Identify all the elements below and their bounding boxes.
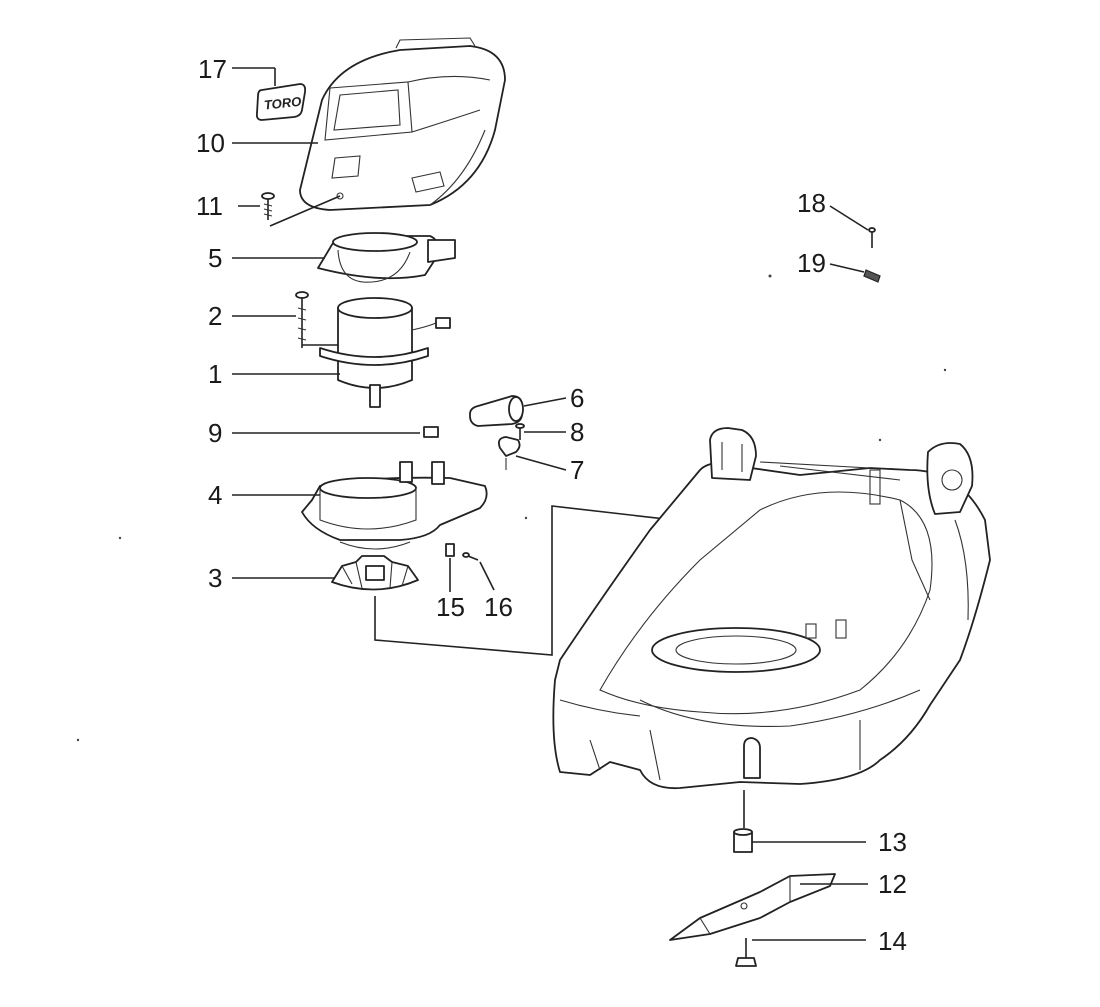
callout-5: 5	[208, 243, 223, 273]
part-19-pin	[863, 269, 881, 283]
part-17-decal: TORO	[255, 83, 307, 121]
part-11-screw	[261, 192, 275, 220]
callout-7: 7	[570, 455, 585, 485]
part-3-fan	[331, 555, 419, 591]
part-15-clip	[445, 543, 455, 557]
part-16-screw	[462, 552, 479, 561]
callout-18: 18	[797, 188, 826, 218]
part-14-blade-bolt	[735, 938, 866, 967]
callout-15: 15	[436, 592, 465, 622]
part-8-screw	[515, 423, 525, 440]
callout-4: 4	[208, 480, 223, 510]
callout-13: 13	[878, 827, 907, 857]
part-7-clamp	[497, 436, 521, 470]
callout-11: 11	[196, 191, 223, 221]
part-18-screw	[868, 227, 876, 248]
callout-14: 14	[878, 926, 907, 956]
callout-3: 3	[208, 563, 223, 593]
part-6-capacitor	[469, 395, 524, 427]
callout-2: 2	[208, 301, 223, 331]
decal-text: TORO	[263, 94, 302, 113]
part-1-motor	[302, 297, 451, 408]
mower-deck	[552, 427, 991, 790]
part-2-long-screw	[295, 291, 309, 348]
part-10-motor-cover	[299, 37, 506, 211]
callout-16: 16	[484, 592, 513, 622]
part-12-blade	[669, 873, 868, 941]
callout-17: 17	[198, 54, 227, 84]
part-5-fan-housing	[317, 232, 456, 283]
callout-6: 6	[570, 383, 585, 413]
part-4-fan-housing	[301, 461, 488, 550]
part-13-blade-adapter	[733, 790, 866, 853]
callout-12: 12	[878, 869, 907, 899]
scan-specks	[76, 274, 947, 742]
callout-9: 9	[208, 418, 223, 448]
callout-1: 1	[208, 359, 223, 389]
callout-10: 10	[196, 128, 225, 158]
callout-8: 8	[570, 417, 585, 447]
callout-19: 19	[797, 248, 826, 278]
leader-lines	[232, 67, 869, 592]
part-9-clip	[423, 426, 439, 438]
